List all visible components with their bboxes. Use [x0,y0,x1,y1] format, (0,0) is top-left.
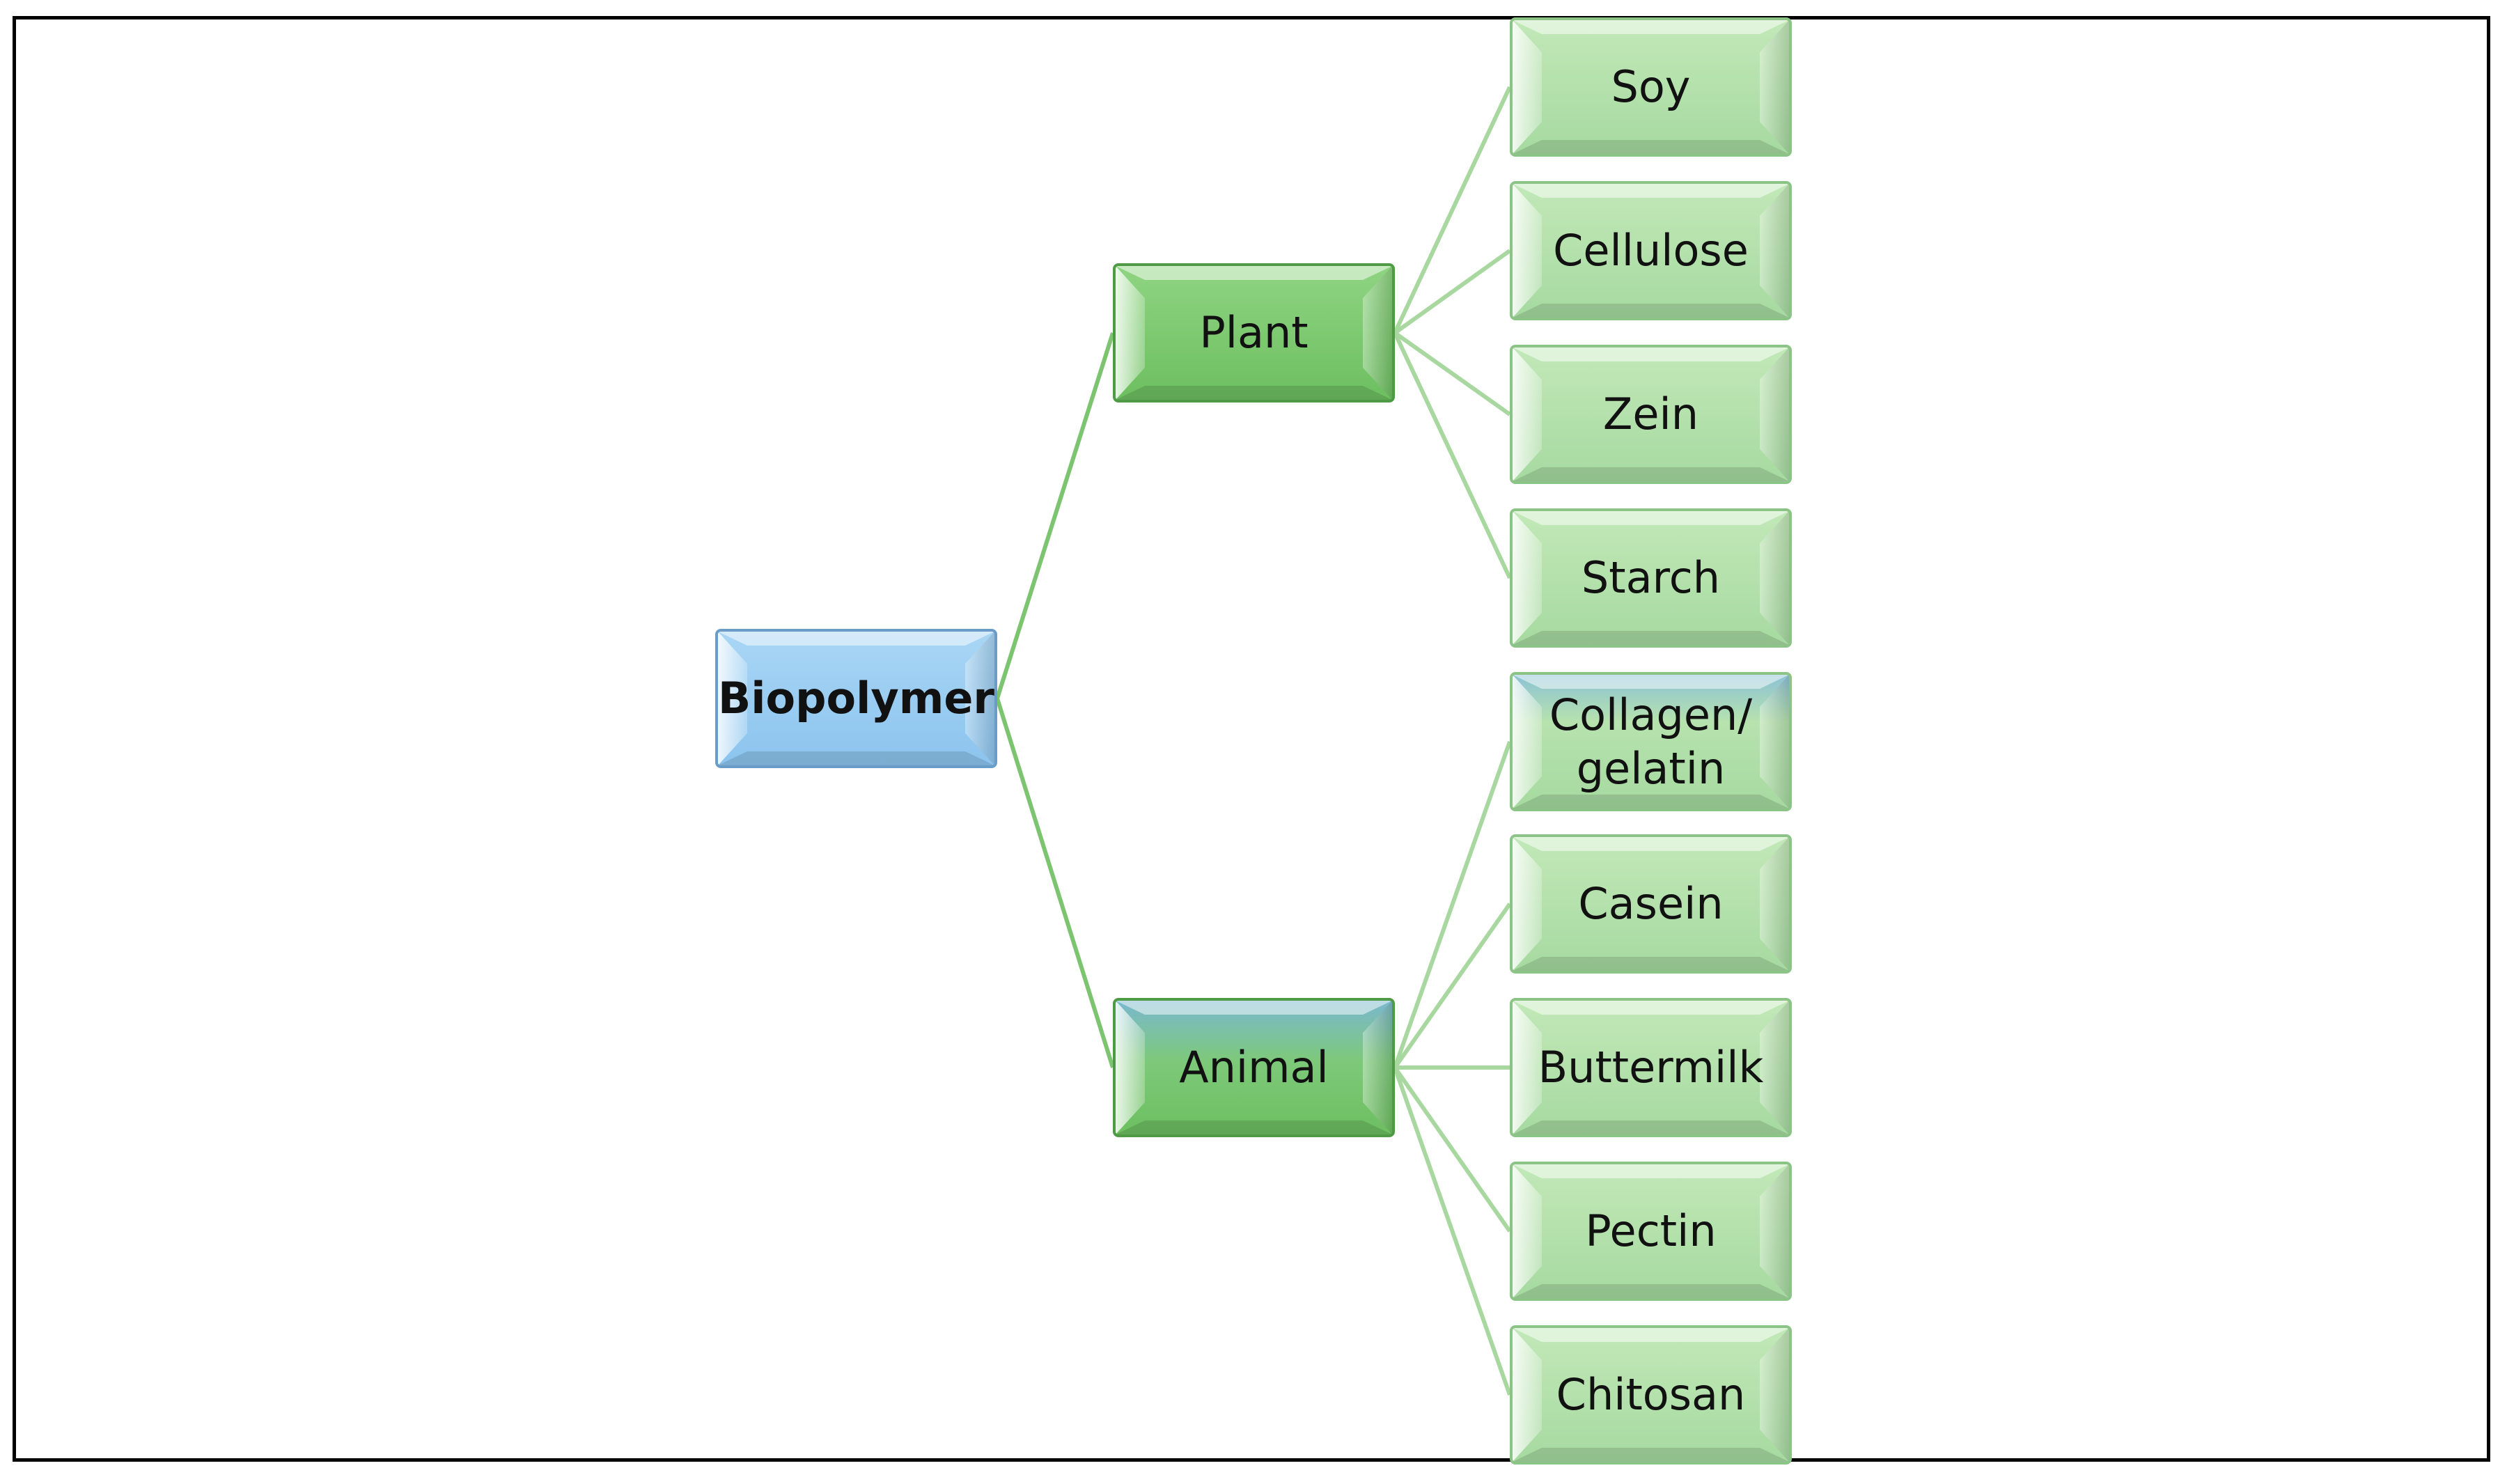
node-cellulose: Cellulose [1510,181,1792,320]
connector-animal-chitosan [1393,1067,1512,1396]
node-buttermilk-label: Buttermilk [1538,1042,1764,1093]
node-pectin-label: Pectin [1585,1205,1717,1257]
node-cellulose-label: Cellulose [1553,225,1749,276]
node-biopolymer: Biopolymer [715,629,997,768]
node-plant: Plant [1113,263,1395,403]
node-biopolymer-label: Biopolymer [718,673,994,724]
node-plant-label: Plant [1199,307,1309,359]
node-soy-label: Soy [1611,61,1691,113]
node-buttermilk: Buttermilk [1510,998,1792,1137]
node-chitosan-label: Chitosan [1556,1369,1746,1421]
node-animal: Animal [1113,998,1395,1137]
node-starch: Starch [1510,508,1792,648]
connector-plant-soy [1393,86,1512,334]
node-starch-label: Starch [1581,552,1721,604]
connector-animal-casein [1393,903,1512,1069]
node-casein-label: Casein [1578,878,1724,930]
node-collagen-gelatin: Collagen/ gelatin [1510,672,1792,811]
node-casein: Casein [1510,834,1792,974]
node-zein: Zein [1510,345,1792,484]
diagram-frame [13,16,2490,1462]
node-soy: Soy [1510,17,1792,157]
node-collagen-gelatin-label: Collagen/ gelatin [1549,689,1753,795]
connector-animal-collagen [1393,741,1512,1068]
node-zein-label: Zein [1602,389,1699,440]
connector-plant-starch [1393,331,1512,579]
connector-plant-zein [1393,331,1511,416]
node-animal-label: Animal [1179,1042,1329,1093]
connector-biopolymer-animal [995,698,1115,1068]
connector-plant-cellulose [1393,249,1511,335]
connector-biopolymer-plant [995,332,1115,699]
node-pectin: Pectin [1510,1162,1792,1301]
connector-animal-pectin [1393,1066,1512,1233]
node-chitosan: Chitosan [1510,1325,1792,1465]
